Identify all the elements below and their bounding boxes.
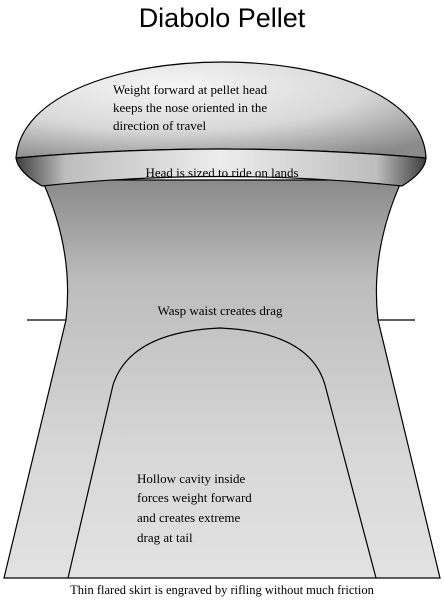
cavity-line-1: Hollow cavity inside (137, 471, 246, 486)
diagram-title: Diabolo Pellet (139, 3, 306, 33)
pellet-body (3, 179, 441, 579)
head-weight-line-2: keeps the nose oriented in the (113, 100, 267, 115)
cavity-line-4: drag at tail (137, 530, 193, 545)
skirt-caption: Thin flared skirt is engraved by rifling… (70, 583, 374, 597)
head-weight-note: Weight forward at pellet head keeps the … (113, 82, 270, 133)
head-size-note: Head is sized to ride on lands (145, 165, 298, 180)
head-band (15, 148, 427, 187)
head-weight-line-3: direction of travel (113, 118, 207, 133)
waist-note: Wasp waist creates drag (158, 303, 283, 318)
head-weight-line-1: Weight forward at pellet head (113, 82, 268, 97)
cavity-note: Hollow cavity inside forces weight forwa… (137, 471, 255, 545)
cavity-line-3: and creates extreme (137, 510, 240, 525)
cavity-line-2: forces weight forward (137, 490, 252, 505)
hollow-cavity (67, 327, 377, 579)
